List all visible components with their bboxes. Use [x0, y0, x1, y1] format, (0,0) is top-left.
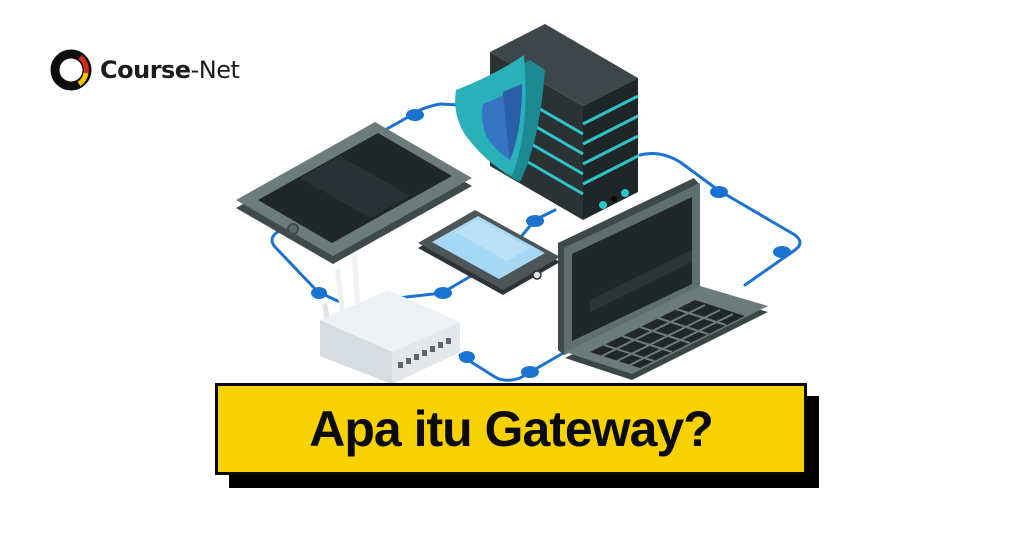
title-banner: Apa itu Gateway? — [215, 383, 807, 475]
smartphone-icon — [418, 210, 560, 295]
router-icon — [320, 254, 460, 384]
course-net-logo-icon — [50, 49, 92, 91]
shield-icon — [455, 55, 545, 182]
tablet-icon — [236, 122, 472, 264]
laptop-icon — [558, 178, 768, 380]
course-net-logo[interactable]: Course-Net — [48, 47, 240, 93]
network-nodes — [311, 109, 791, 378]
brand-name: Course-Net — [100, 56, 240, 84]
page-title: Apa itu Gateway? — [309, 401, 714, 457]
